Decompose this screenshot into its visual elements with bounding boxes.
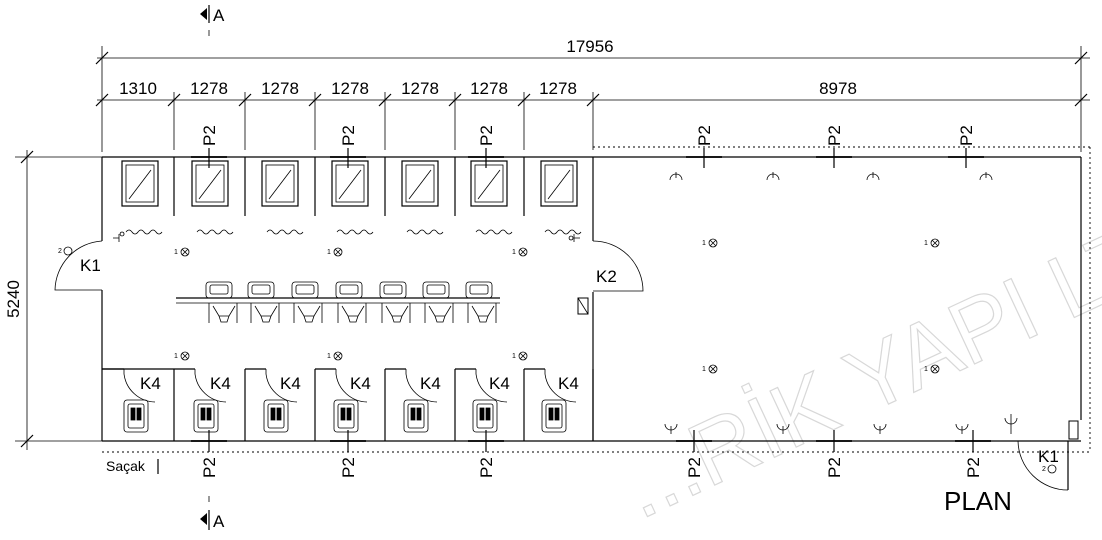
- height-dimension: 5240: [4, 150, 102, 450]
- window-label: P2: [477, 457, 496, 478]
- fixtures: [180, 238, 940, 374]
- fixture-numbers: 1 1 1 1 1 1 1 1 1 1: [174, 240, 928, 373]
- electrical-symbols: [664, 172, 1018, 434]
- svg-text:1: 1: [702, 240, 706, 247]
- window-label: P2: [825, 457, 844, 478]
- watermark-text: ...RİK YAPI LTD: [606, 179, 1102, 538]
- fixture: [333, 247, 343, 257]
- fixture: [930, 238, 940, 248]
- stall-label: K4: [350, 374, 371, 393]
- fixture: [180, 247, 190, 257]
- stall-label: K4: [558, 374, 579, 393]
- fixture: [708, 238, 718, 248]
- windows-bottom: P2 P2 P2 P2 P2 P2: [191, 430, 991, 478]
- svg-text:1: 1: [924, 240, 928, 247]
- eave-label-group: Saçak: [106, 458, 159, 474]
- svg-text:1: 1: [512, 353, 516, 360]
- dim-5: 1278: [401, 79, 439, 98]
- overall-dim-text: 17956: [566, 37, 613, 56]
- segment-dimensions: 1310 1278 1278 1278 1278 1278 1278 8978: [95, 79, 1090, 150]
- cubicle-4: [331, 160, 369, 207]
- wc-stalls: K4 K4 K4 K4 K4 K4 K4: [102, 368, 594, 441]
- svg-text:1: 1: [174, 249, 178, 256]
- section-label-bottom: A: [213, 512, 225, 531]
- stall-label: K4: [210, 374, 231, 393]
- windows-top: P2 P2 P2 P2 P2 P2: [191, 125, 984, 168]
- dim-1: 1310: [119, 79, 157, 98]
- dim-2: 1278: [190, 79, 228, 98]
- door-k2: K2: [592, 240, 644, 292]
- cubicle-5: [401, 160, 439, 207]
- dim-3: 1278: [261, 79, 299, 98]
- fixture: [518, 351, 528, 361]
- cubicle-1: [121, 160, 159, 207]
- door-k1-right-label: K1: [1038, 447, 1059, 466]
- overall-dimension: 17956: [95, 37, 1090, 152]
- svg-text:1: 1: [327, 249, 331, 256]
- svg-text:1: 1: [174, 353, 178, 360]
- cubicle-3: [261, 160, 299, 207]
- stall-label: K4: [420, 374, 441, 393]
- fixture: [333, 351, 343, 361]
- window-label: P2: [200, 125, 219, 146]
- section-marker-bottom: A: [200, 496, 225, 531]
- svg-text:2: 2: [1042, 466, 1046, 473]
- window-label: P2: [477, 125, 496, 146]
- window-label: P2: [957, 125, 976, 146]
- stall-label: K4: [140, 374, 161, 393]
- cubicle-2: [191, 160, 229, 207]
- building-walls: [101, 146, 1091, 453]
- dim-6: 1278: [470, 79, 508, 98]
- window-label: P2: [825, 125, 844, 146]
- plan-title: PLAN: [944, 486, 1012, 516]
- fixture: [708, 364, 718, 374]
- section-label-top: A: [213, 6, 225, 25]
- window-label: P2: [339, 457, 358, 478]
- stall-label: K4: [280, 374, 301, 393]
- svg-text:1: 1: [327, 353, 331, 360]
- dim-7: 1278: [539, 79, 577, 98]
- window-label: P2: [685, 457, 704, 478]
- height-dim-text: 5240: [4, 280, 23, 318]
- eave-label: Saçak: [106, 458, 146, 474]
- door-k1-right: K1 2: [1017, 420, 1079, 491]
- top-cubicles: [113, 157, 582, 242]
- door-k2-label: K2: [596, 267, 617, 286]
- svg-text:1: 1: [924, 366, 928, 373]
- washbasin-row: [176, 281, 589, 323]
- fixture: [930, 364, 940, 374]
- cubicle-6: [470, 160, 508, 207]
- window-label: P2: [695, 125, 714, 146]
- faucets: [113, 231, 580, 242]
- svg-text:2: 2: [58, 248, 62, 255]
- section-marker-top: A: [200, 5, 225, 36]
- watermark: ...RİK YAPI LTD: [606, 178, 1102, 538]
- door-k1-left: K1 2: [54, 240, 103, 291]
- door-k1-left-label: K1: [80, 256, 101, 275]
- cubicle-7: [540, 160, 578, 207]
- window-label: P2: [964, 457, 983, 478]
- fixture: [518, 247, 528, 257]
- stall-label: K4: [489, 374, 510, 393]
- window-label: P2: [339, 125, 358, 146]
- fixture: [180, 351, 190, 361]
- svg-text:1: 1: [702, 366, 706, 373]
- svg-text:1: 1: [512, 249, 516, 256]
- dim-8: 8978: [819, 79, 857, 98]
- dim-4: 1278: [331, 79, 369, 98]
- window-label: P2: [200, 457, 219, 478]
